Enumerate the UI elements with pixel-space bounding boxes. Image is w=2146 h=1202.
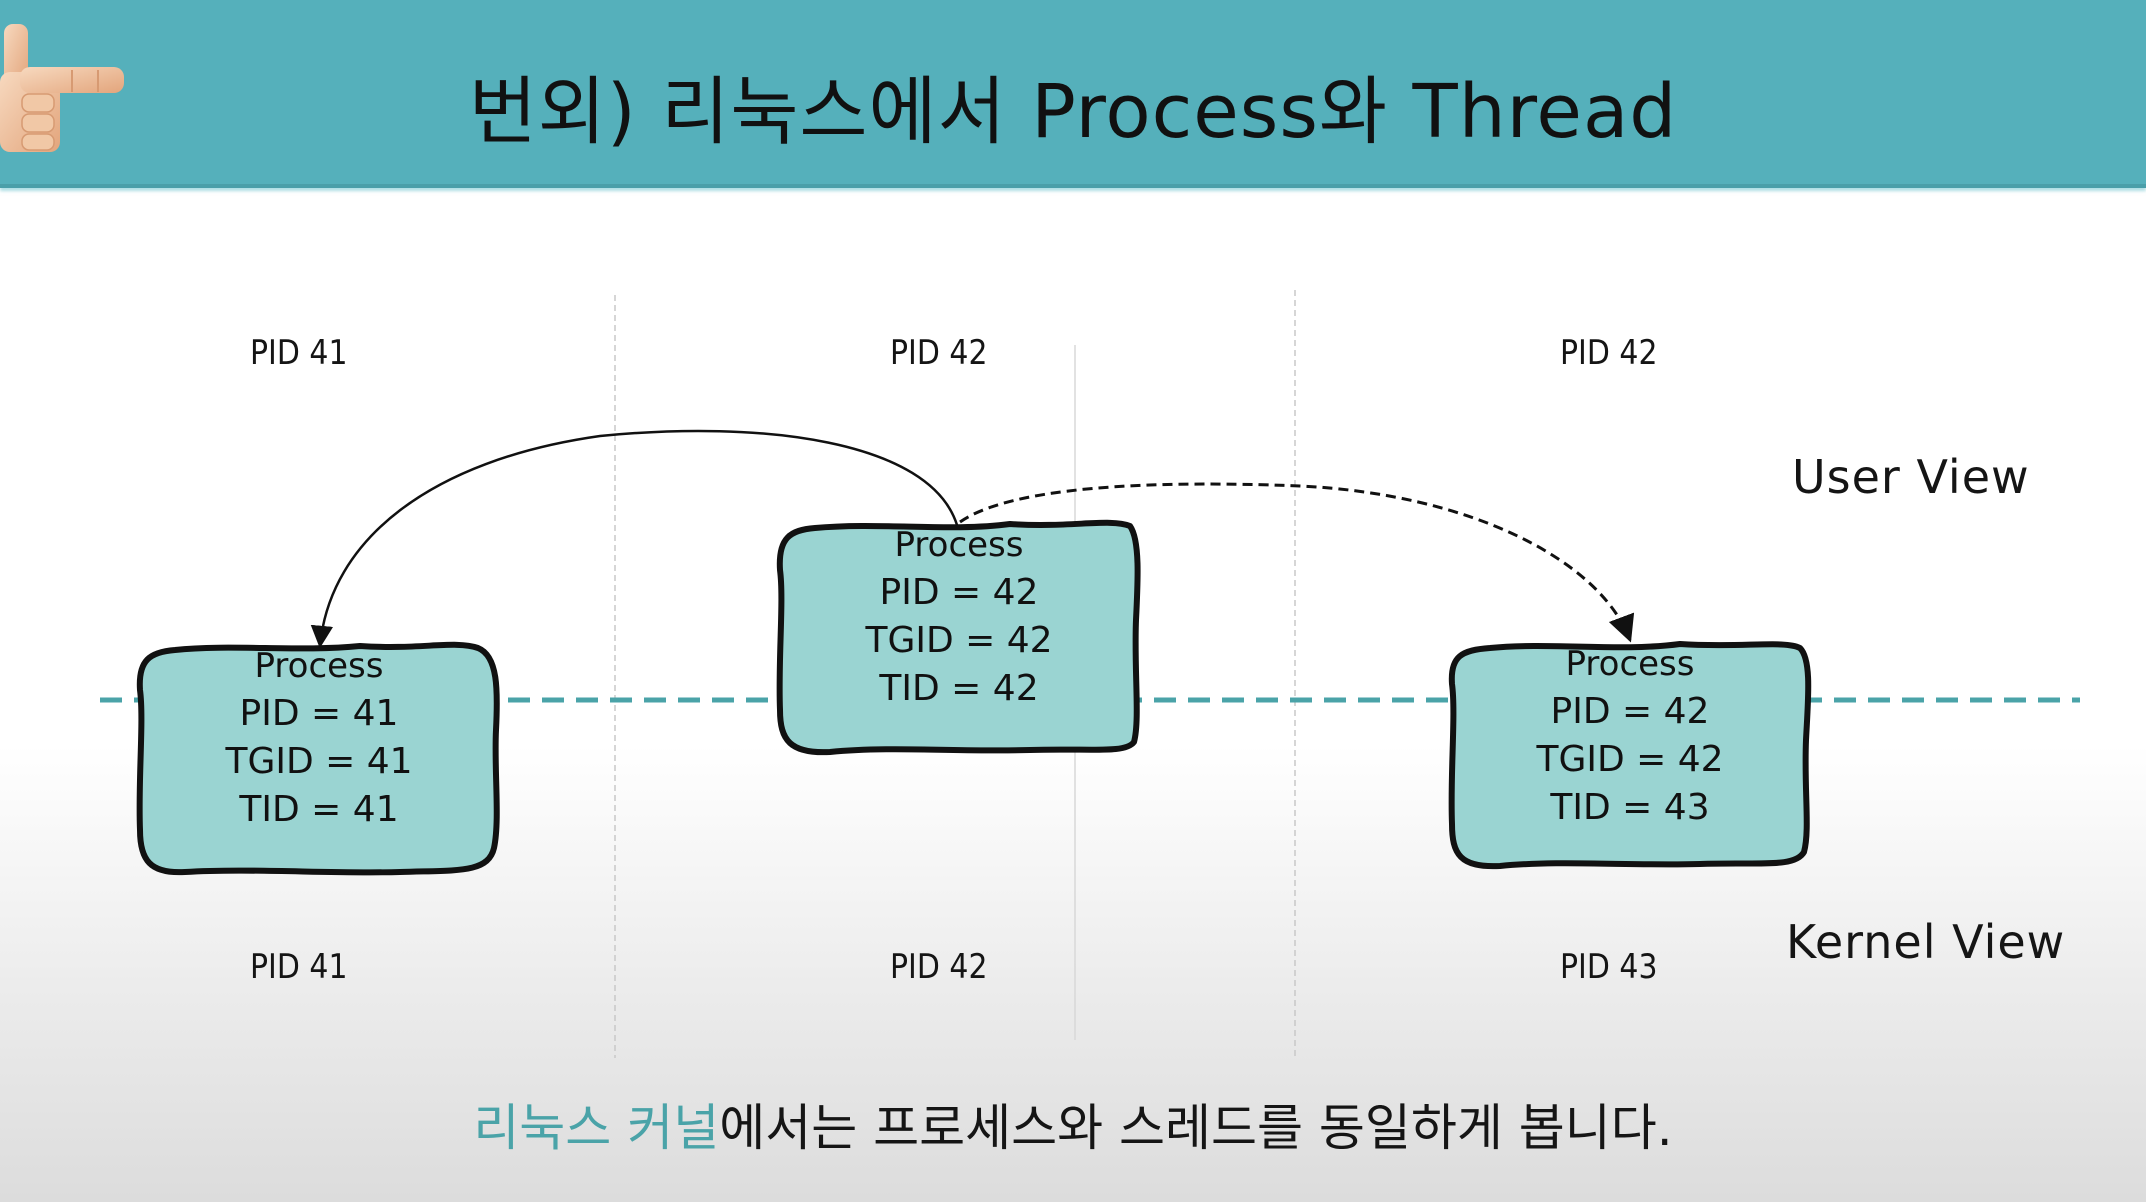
process-box-text-3: Process PID = 42 TGID = 42 TID = 43 — [1452, 640, 1808, 832]
process-box-tid-43 — [1448, 641, 1812, 870]
process-title: Process — [894, 525, 1024, 565]
pointing-hand-icon — [0, 24, 124, 152]
arrow-to-thread-43 — [959, 482, 1635, 643]
pid-value: PID = 42 — [879, 572, 1039, 613]
process-title: Process — [1565, 644, 1695, 684]
slide-title: 번외) 리눅스에서 Process와 Thread — [468, 69, 1678, 155]
tid-value: TID = 43 — [1550, 787, 1710, 828]
kernel-pid-label-1: PID 41 — [250, 947, 348, 987]
tid-value: TID = 42 — [879, 668, 1039, 709]
user-pid-label-2: PID 42 — [890, 333, 988, 373]
arrow-to-process-41 — [310, 429, 959, 649]
kernel-pid-label-3: PID 43 — [1560, 947, 1658, 987]
pid-value: PID = 42 — [1550, 691, 1710, 732]
user-view-label: User View — [1792, 450, 2030, 504]
pid-value: PID = 41 — [239, 693, 399, 734]
caption-text: 에서는 프로세스와 스레드를 동일하게 봅니다. — [719, 1099, 1673, 1157]
process-box-text-1: Process PID = 41 TGID = 41 TID = 41 — [140, 642, 498, 834]
user-pid-label-3: PID 42 — [1560, 333, 1658, 373]
slide-caption: 리눅스 커널에서는 프로세스와 스레드를 동일하게 봅니다. — [0, 1088, 2146, 1160]
tgid-value: TGID = 42 — [865, 620, 1053, 661]
process-box-pid-42 — [776, 519, 1141, 756]
kernel-view-label: Kernel View — [1786, 915, 2066, 969]
process-title: Process — [254, 646, 384, 686]
slide-header: 번외) 리눅스에서 Process와 Thread — [0, 0, 2146, 188]
process-box-pid-41 — [136, 641, 500, 876]
user-pid-label-1: PID 41 — [250, 333, 348, 373]
caption-highlight: 리눅스 커널 — [473, 1099, 720, 1157]
kernel-pid-label-2: PID 42 — [890, 947, 988, 987]
tgid-value: TGID = 41 — [225, 741, 413, 782]
tid-value: TID = 41 — [239, 789, 399, 830]
process-box-text-2: Process PID = 42 TGID = 42 TID = 42 — [780, 521, 1138, 713]
tgid-value: TGID = 42 — [1536, 739, 1724, 780]
